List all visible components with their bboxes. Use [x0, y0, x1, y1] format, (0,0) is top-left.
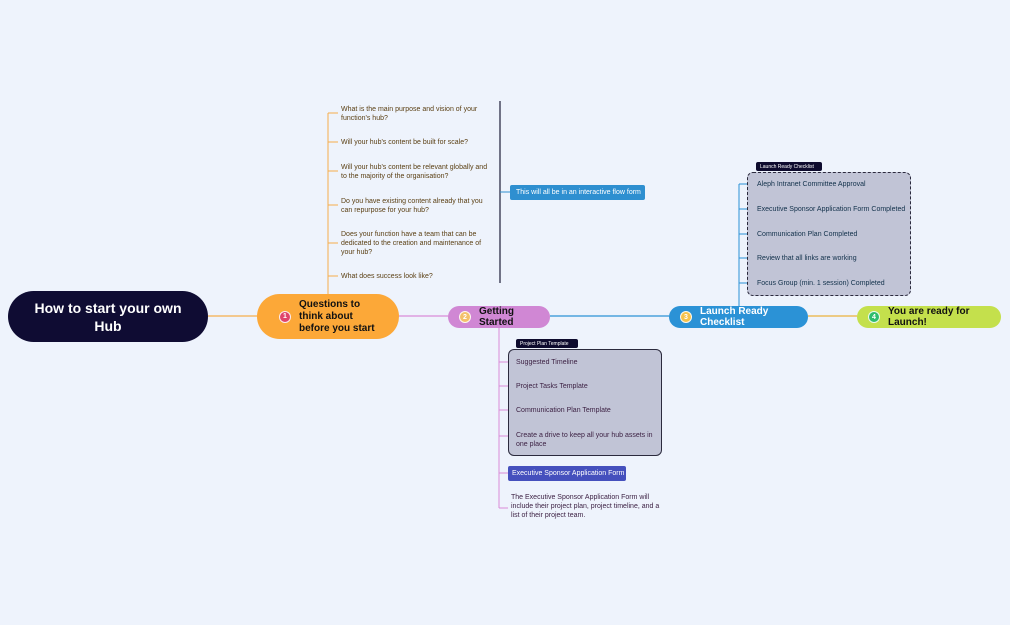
plan-item[interactable]: Communication Plan Template	[516, 407, 611, 414]
question-item[interactable]: Does your function have a team that can …	[341, 231, 482, 256]
project-plan-tag: Project Plan Template	[516, 339, 578, 348]
question-item[interactable]: What does success look like?	[341, 273, 433, 280]
branch-label: Questions to think about before you star…	[299, 298, 375, 334]
branch-label: Getting Started	[479, 306, 514, 328]
branch-node-questions[interactable]: 1 Questions to think about before you st…	[257, 294, 399, 339]
branch-number-badge: 2	[459, 311, 471, 323]
launch-checklist-tag: Launch Ready Checklist	[756, 162, 822, 171]
branch-node-getting-started[interactable]: 2 Getting Started	[448, 306, 550, 328]
plan-item[interactable]: Create a drive to keep all your hub asse…	[516, 432, 653, 448]
branch-number-badge: 4	[868, 311, 880, 323]
branch-node-ready-for-launch[interactable]: 4 You are ready for Launch!	[857, 306, 1001, 328]
question-item[interactable]: Will your hub's content be built for sca…	[341, 139, 469, 146]
launch-checklist-box[interactable]	[747, 172, 911, 296]
plan-item[interactable]: Project Tasks Template	[516, 383, 588, 390]
connector-branch1-questions	[327, 112, 338, 294]
checklist-item[interactable]: Review that all links are working	[757, 255, 857, 262]
checklist-item[interactable]: Executive Sponsor Application Form Compl…	[757, 206, 906, 213]
exec-sponsor-form-badge[interactable]: Executive Sponsor Application Form	[508, 466, 626, 481]
checklist-item[interactable]: Focus Group (min. 1 session) Completed	[757, 280, 885, 287]
plan-item[interactable]: Suggested Timeline	[516, 359, 578, 366]
project-plan-box[interactable]	[508, 349, 662, 456]
exec-sponsor-description[interactable]: The Executive Sponsor Application Form w…	[511, 494, 660, 519]
question-item[interactable]: Will your hub's content be relevant glob…	[341, 164, 488, 180]
question-item[interactable]: Do you have existing content already tha…	[341, 198, 483, 214]
checklist-item[interactable]: Communication Plan Completed	[757, 231, 858, 238]
question-item[interactable]: What is the main purpose and vision of y…	[341, 106, 478, 122]
checklist-item[interactable]: Aleph Intranet Committee Approval	[757, 181, 866, 188]
branch-node-launch-checklist[interactable]: 3 Launch Ready Checklist	[669, 306, 808, 328]
branch-number-badge: 1	[279, 310, 291, 323]
flow-form-note[interactable]: This will all be in an interactive flow …	[510, 185, 645, 200]
root-title: How to start your own Hub	[34, 299, 182, 334]
branch-label: You are ready for Launch!	[888, 306, 970, 328]
connector-branch2-children	[498, 328, 508, 509]
branch-label: Launch Ready Checklist	[700, 306, 769, 328]
branch-number-badge: 3	[680, 311, 692, 323]
root-node[interactable]: How to start your own Hub	[8, 291, 208, 342]
